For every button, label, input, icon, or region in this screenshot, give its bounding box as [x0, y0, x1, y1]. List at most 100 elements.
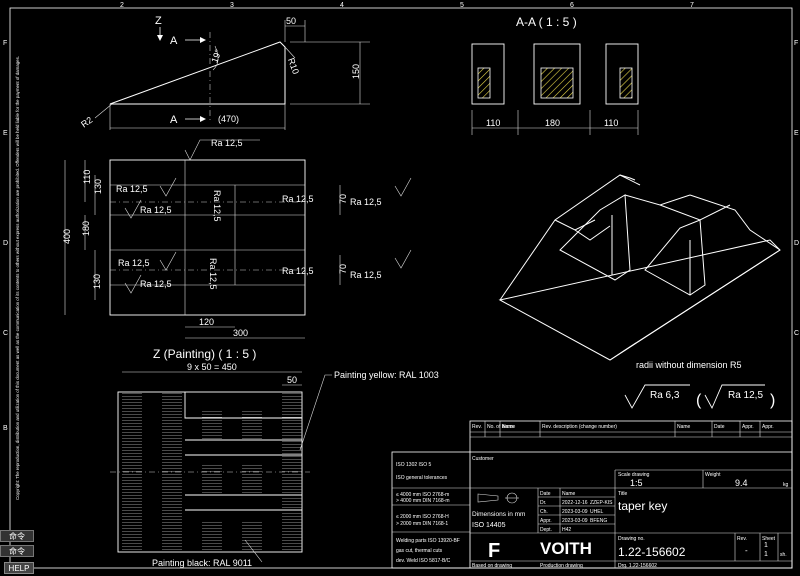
tb-iso: ISO 14405: [472, 522, 506, 529]
dim-120: 120: [199, 317, 214, 327]
tb-tolerance-note: gas cut, thermal cuts: [396, 548, 443, 554]
tb-row: Appr.: [540, 518, 552, 524]
roughness-label: Ra 12,5: [350, 197, 382, 207]
tb-scale-label: Scale drawing: [618, 472, 650, 478]
ra-paren: Ra 12,5: [728, 390, 763, 401]
row-letters-left: F E D C B: [3, 40, 8, 432]
col-number: 2: [120, 2, 124, 9]
col-number: 5: [460, 2, 464, 9]
col-number: 6: [570, 2, 574, 9]
tb-header: Date: [714, 424, 725, 430]
roughness-label: Ra 12,5: [140, 205, 172, 215]
row-letters-right: F E D C: [794, 40, 799, 337]
dim-r2: R2: [79, 115, 94, 130]
roughness-label: Ra 12,5: [282, 266, 314, 276]
tb-row: 2023-03-09: [562, 509, 588, 515]
tb-header: Name: [677, 424, 691, 430]
section-title: A-A ( 1 : 5 ): [516, 15, 577, 29]
tb-row: ZZEP-KIS: [590, 500, 613, 506]
tb-drawing-no-label: Drawing no.: [618, 536, 645, 542]
tb-rev-value: -: [745, 546, 748, 555]
tb-sheet-label: Sheet: [762, 536, 776, 542]
col-number: 4: [340, 2, 344, 9]
title-block: Rev. No. of items Name Rev. description …: [391, 420, 793, 569]
row-letter: D: [794, 240, 799, 247]
row-letter: B: [3, 425, 8, 432]
row-letter: C: [3, 330, 8, 337]
note-radii: radii without dimension R5: [636, 360, 742, 370]
dim-130-top: 130: [93, 179, 103, 194]
tb-row: BFENG: [590, 518, 607, 524]
command-button[interactable]: 命令: [0, 545, 34, 557]
tb-weight-value: 9.4: [735, 478, 748, 488]
col-numbers-top: 2 3 4 5 6 7: [120, 2, 694, 9]
dim-180: 180: [545, 118, 560, 128]
tb-customer-label: Customer: [472, 456, 494, 462]
painting-title: Z (Painting) ( 1 : 5 ): [153, 347, 256, 361]
tb-header: Rev.: [472, 424, 482, 430]
roughness-label: Ra 12,5: [282, 194, 314, 204]
tb-footer: Production drawing: [540, 563, 583, 569]
row-letter: F: [3, 40, 7, 47]
tb-weight-unit: kg: [783, 482, 789, 488]
dim-110-plan: 110: [82, 170, 92, 184]
isometric-view: [498, 174, 781, 361]
tb-tolerance-note: ≤ 4000 mm ISO 2768-m: [396, 492, 449, 498]
help-button[interactable]: HELP: [4, 562, 34, 574]
tb-header: Rev. description (change number): [542, 424, 617, 430]
paren-open: (: [696, 392, 702, 409]
tb-sheets: sh.: [780, 552, 787, 558]
dim-470: (470): [218, 114, 239, 124]
section-aa-view: A-A ( 1 : 5 ) 110 180 110: [471, 15, 639, 135]
tb-sheet-of: 1: [764, 551, 768, 558]
col-number: 3: [230, 2, 234, 9]
row-letter: D: [3, 240, 8, 247]
col-number: 7: [690, 2, 694, 9]
tb-tolerance-note: > 4000 mm DIN 7168-m: [396, 498, 450, 504]
command-button[interactable]: 命令: [0, 530, 34, 542]
view-label-z: Z: [155, 15, 162, 27]
dim-130-bottom: 130: [92, 274, 102, 289]
tb-footer: Based on drawing: [472, 563, 512, 569]
side-copyright: Copyright: The reproduction, distributio…: [15, 56, 20, 500]
ra-general: Ra 6,3: [650, 390, 680, 401]
tb-row: 2023-03-09: [562, 518, 588, 524]
painting-view: Z (Painting) ( 1 : 5 ) 9 x 50 = 450 50 P…: [110, 347, 439, 568]
tb-tolerance-note: ISO general tolerances: [396, 475, 448, 481]
tb-row: 2022-12-16: [562, 500, 588, 506]
tb-title-value: taper key: [618, 499, 667, 513]
section-mark-a-top: A: [170, 35, 178, 47]
dim-19deg: 19°: [209, 48, 223, 65]
tb-company-logo: VOITH: [540, 539, 592, 558]
row-letter: E: [3, 130, 8, 137]
tb-dims-in-mm: Dimensions in mm: [472, 511, 525, 518]
roughness-label: Ra 12,5: [140, 279, 172, 289]
dim-9x50: 9 x 50 = 450: [187, 362, 237, 372]
tb-header: No. of items: [487, 424, 514, 430]
note-painting-black: Painting black: RAL 9011: [152, 558, 252, 568]
row-letter: C: [794, 330, 799, 337]
roughness-label: Ra 12,5: [116, 184, 148, 194]
tb-row: Dept.: [540, 527, 552, 533]
tb-header: Appr.: [762, 424, 774, 430]
tb-footer: Drg. 1.22-156602: [618, 563, 657, 569]
tb-header: Name: [502, 424, 516, 430]
tb-row: H42: [562, 527, 571, 533]
paren-close: ): [770, 392, 775, 409]
tb-drawing-no-value: 1.22-156602: [618, 545, 686, 559]
tb-row: Ch.: [540, 509, 548, 515]
dim-110-right: 110: [604, 118, 618, 128]
general-roughness: Ra 6,3 ( Ra 12,5 ): [624, 384, 775, 410]
dim-50-top: 50: [286, 16, 296, 26]
tb-tolerance-note: ≤ 2000 mm ISO 2768-H: [396, 514, 449, 520]
tb-rev-label: Rev.: [737, 536, 747, 542]
roughness-label: Ra 12,5: [118, 258, 150, 268]
dim-300: 300: [233, 328, 248, 338]
dim-50-paint: 50: [287, 375, 297, 385]
section-mark-a-bottom: A: [170, 114, 178, 126]
tb-row: Date: [540, 491, 551, 497]
tb-header: Appr.: [742, 424, 754, 430]
tb-tolerance-note: ISO 1302 ISO 5: [396, 462, 432, 468]
tb-row: UHEL: [590, 509, 604, 515]
